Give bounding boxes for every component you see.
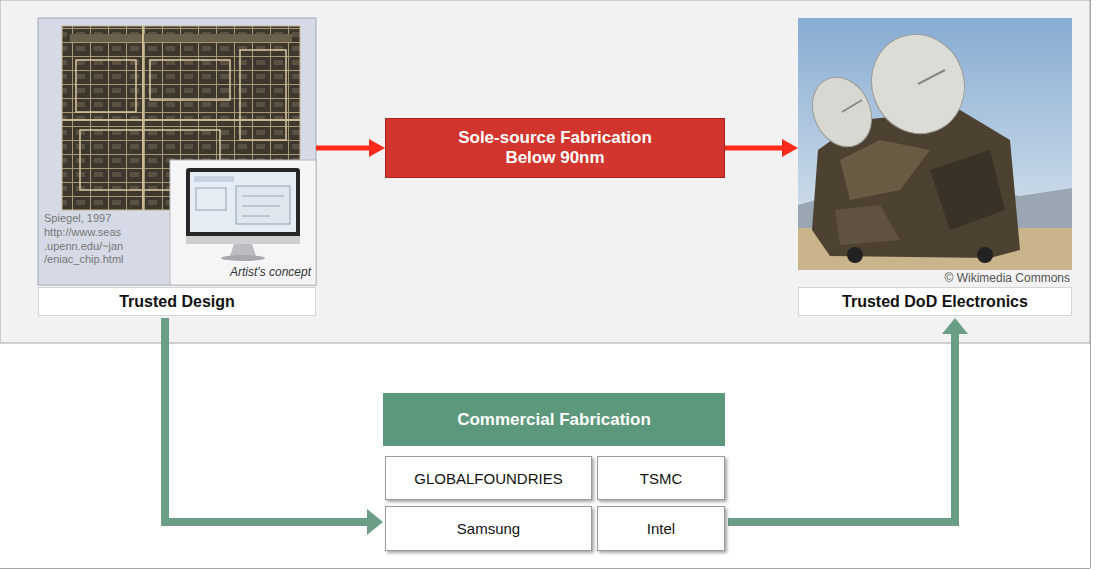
foundry-box: TSMC <box>597 456 725 500</box>
foundry-box: Samsung <box>385 506 592 551</box>
red-arrow <box>316 146 369 151</box>
chip-image <box>38 18 316 285</box>
frame-line <box>1090 0 1091 568</box>
foundry-box: Intel <box>597 506 725 551</box>
antenna-photo <box>798 18 1072 270</box>
image-credit: © Wikimedia Commons <box>930 271 1070 286</box>
red-arrow <box>725 146 782 151</box>
monitor-image <box>170 160 316 285</box>
box-label: Intel <box>647 520 675 537</box>
foundry-box: GLOBALFOUNDRIES <box>385 456 592 500</box>
box-label: Samsung <box>457 520 520 537</box>
green-arrow <box>728 334 955 522</box>
box-label: TSMC <box>640 470 683 487</box>
group-heading: Commercial Fabrication <box>383 393 725 446</box>
image-caption: Artist's concept <box>230 265 314 280</box>
foundry-group: Commercial FabricationGLOBALFOUNDRIES TSM… <box>383 393 728 553</box>
frame-line <box>0 568 1090 569</box>
source-credit-holder: Spiegel, 1997 http://www.seas .upenn.edu… <box>44 212 148 267</box>
process-box: Sole-source Fabrication Below 90nm <box>385 118 725 178</box>
box-label: Sole-source Fabrication Below 90nm <box>435 128 675 169</box>
panel-title: Trusted Design <box>38 287 316 316</box>
image-caption-holder: Artist's concept <box>230 265 314 280</box>
panel-title: Trusted DoD Electronics <box>798 287 1072 316</box>
image-credit-holder: © Wikimedia Commons <box>930 271 1070 286</box>
source-credit: Spiegel, 1997 http://www.seas .upenn.edu… <box>44 212 148 267</box>
top-panel <box>0 0 1090 343</box>
box-label: GLOBALFOUNDRIES <box>414 470 562 487</box>
green-arrow <box>165 318 367 522</box>
